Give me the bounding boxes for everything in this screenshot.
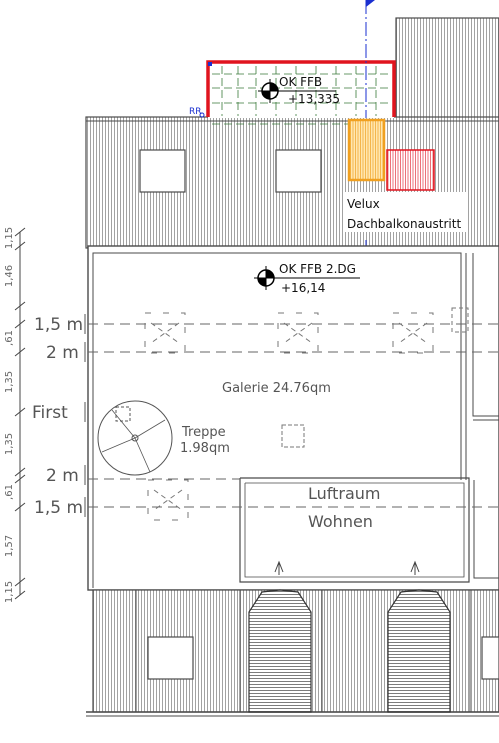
height-lines xyxy=(88,323,499,508)
dormer-1 xyxy=(248,589,312,713)
dimension-label: 1,35 xyxy=(4,433,15,455)
dimension-label: ,61 xyxy=(4,330,15,346)
height-label: First xyxy=(32,403,68,423)
height-label: 1,5 m xyxy=(34,315,83,335)
velux-label: Velux xyxy=(347,197,380,211)
room-area-treppe: 1.98qm xyxy=(180,441,230,456)
fixture-square xyxy=(281,424,305,448)
dimension-label: 1,15 xyxy=(4,227,15,249)
level-dg2-value: +16,14 xyxy=(281,281,325,295)
main-floor xyxy=(87,245,499,591)
staircase xyxy=(97,400,173,476)
light-fixtures xyxy=(144,307,469,521)
level-dg2-label: OK FFB 2.DG xyxy=(279,262,356,276)
room-label-wohnen: Wohnen xyxy=(308,512,373,531)
rr-marker: RR xyxy=(189,107,202,117)
dimension-label: 1,15 xyxy=(4,581,15,603)
room-label-galerie: Galerie 24.76qm xyxy=(222,381,331,396)
roof-window-1 xyxy=(139,149,186,193)
level-roof-label: OK FFB xyxy=(279,75,322,89)
height-labels: 1,5 m 2 m First 2 m 1,5 m xyxy=(32,314,86,518)
height-label: 1,5 m xyxy=(34,498,83,518)
light-fixture xyxy=(277,312,319,354)
light-fixture xyxy=(147,479,189,521)
velux-description: Dachbalkonaustritt xyxy=(347,217,461,231)
dimension-label: 1,46 xyxy=(4,265,15,287)
velux-window: Velux Dachbalkonaustritt xyxy=(343,118,468,232)
height-label: 2 m xyxy=(46,343,79,363)
roof-window-3 xyxy=(147,636,194,680)
dimension-labels: 1,15 1,46 ,61 1,35 1,35 ,61 1,57 1,15 xyxy=(4,227,15,603)
dimension-label: ,61 xyxy=(4,484,15,500)
lower-roof xyxy=(86,589,499,717)
light-fixture xyxy=(144,312,186,354)
level-marker-dg2: OK FFB 2.DG +16,14 xyxy=(254,262,360,295)
light-fixture xyxy=(392,312,434,354)
height-label: 2 m xyxy=(46,466,79,486)
dimension-label: 1,35 xyxy=(4,371,15,393)
level-marker-roof: OK FFB +13,335 xyxy=(258,75,340,106)
room-label-treppe: Treppe xyxy=(181,425,226,440)
dimension-chain xyxy=(14,227,26,600)
level-roof-value: +13,335 xyxy=(288,92,340,106)
room-label-luftraum: Luftraum xyxy=(308,484,381,503)
luftraum-arrows xyxy=(274,560,420,575)
dimension-label: 1,57 xyxy=(4,535,15,557)
roof-window-2 xyxy=(275,149,322,193)
dormer-2 xyxy=(387,589,451,713)
